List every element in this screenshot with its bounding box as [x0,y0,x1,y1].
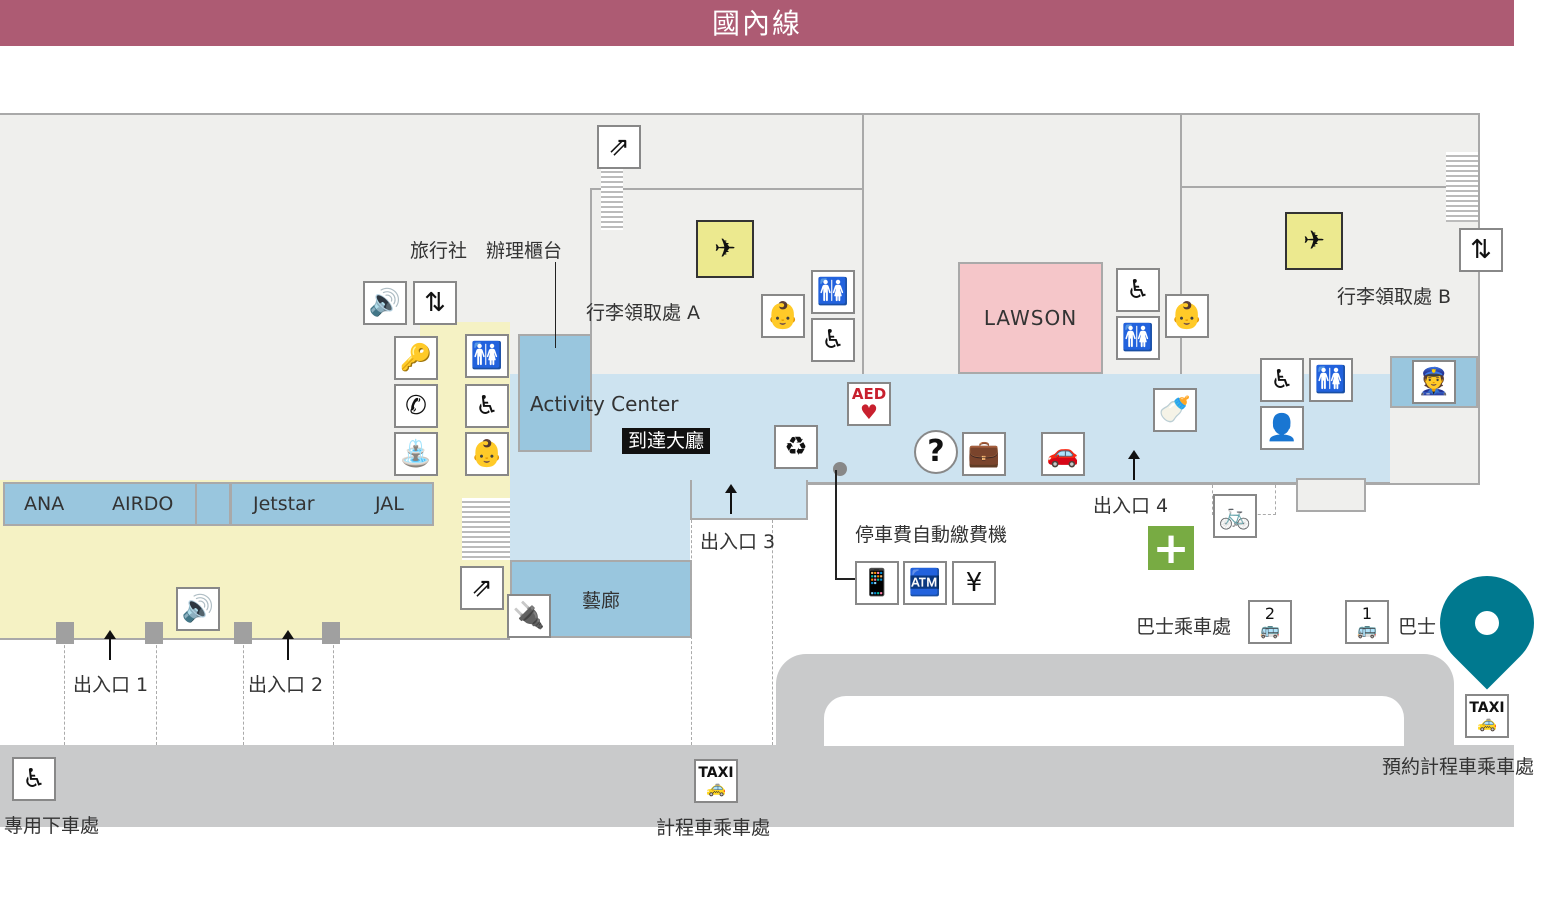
taxi-label: TAXI [698,765,734,781]
bus-stop-2-icon: 2🚌 [1248,600,1292,644]
bus-stop-1-icon: 1🚌 [1345,600,1389,644]
escalator-down-stairs [462,498,510,560]
baby-changing-icon: 👶 [1165,294,1209,338]
entrance-3-vestibule [690,480,808,520]
airline-ana[interactable]: ANA [24,493,65,515]
reserved-taxi-label: 預約計程車乘車處 [1382,756,1535,778]
nursing-room-icon: 🍼 [1153,388,1197,432]
airline-jal[interactable]: JAL [375,493,404,515]
atm-icon: 🏧 [903,561,947,605]
currency-exchange-icon: ¥ [952,561,996,605]
staff-icon: 👮 [1412,360,1456,404]
gallery-label: 藝廊 [581,589,620,612]
accessible-restroom-icon: ♿ [1260,358,1304,402]
escalator-icon: ⇗ [460,566,504,610]
taxi-stand-label: 計程車乘車處 [656,817,771,839]
east-alcove [1296,478,1366,512]
arrivals-plane-icon: ✈ [696,220,754,278]
activity-center-block [518,334,592,452]
arrival-hall-label: 到達大廳 [622,428,711,454]
accessible-restroom-icon: ♿ [1116,268,1160,312]
stairs-top [601,168,623,230]
speaker-icon: 🔊 [363,281,407,325]
first-aid-room-icon: 👤 [1260,406,1304,450]
arrivals-plane-icon: ✈ [1285,212,1343,270]
page-title: 國內線 [0,0,1514,46]
baggage-delivery-icon: 💼 [962,432,1006,476]
speaker-icon: 🔊 [176,587,220,631]
airline-counter-mid [195,482,231,526]
lawson-store[interactable]: LAWSON [958,262,1103,374]
entrance-3-label: 出入口 3 [700,531,776,553]
travel-counter-label: 旅行社 辦理櫃台 [410,240,563,262]
used-oil-collection-icon: ♻ [774,425,818,469]
coin-locker-icon: 🔑 [394,336,438,380]
baggage-a-label: 行李領取處 A [586,302,701,324]
elevator-icon: ⇅ [1459,228,1503,272]
entrance-2-label: 出入口 2 [248,674,324,696]
stairs-right [1446,152,1478,222]
taxi-icon: TAXI🚕 [694,759,738,803]
elevator-icon: ⇅ [413,281,457,325]
taxi-label: TAXI [1469,700,1505,716]
bus-stop-label: 巴士乘車處 [1136,616,1232,638]
first-aid-icon: + [1148,523,1194,574]
baby-changing-icon: 👶 [761,294,805,338]
accessible-restroom-icon: ♿ [811,318,855,362]
baggage-b-label: 行李領取處 B [1337,286,1452,308]
bus-number: 2 [1264,604,1276,623]
bus-label: 巴士 [1398,616,1437,638]
telephone-icon: ✆ [394,384,438,428]
mobile-payment-icon: 📱 [855,561,899,605]
road-main [0,745,1514,827]
wheelchair-icon: ♿ [12,757,56,801]
information-icon[interactable]: ? [914,430,958,474]
restroom-icon: 🚻 [811,270,855,314]
taxi-icon: TAXI🚕 [1465,694,1509,738]
restroom-icon: 🚻 [465,334,509,378]
escalator-icon: ⇗ [597,125,641,169]
baby-changing-icon: 👶 [465,432,509,476]
entrance-4-label: 出入口 4 [1093,495,1169,517]
accessible-restroom-icon: ♿ [465,384,509,428]
airline-jetstar[interactable]: Jetstar [253,493,315,515]
aed-label: AED [851,384,887,403]
entrance-1-label: 出入口 1 [73,674,149,696]
restroom-icon: 🚻 [1116,316,1160,360]
arrival-hall-lower [510,480,690,562]
rental-car-icon: 🚗 [1041,432,1085,476]
parking-machine-label: 停車費自動繳費機 [855,524,1008,546]
bus-number: 1 [1361,604,1373,623]
drinking-fountain-icon: ⛲ [394,432,438,476]
airline-counter-east [230,482,434,526]
aed-icon: AED♥ [847,382,891,426]
accessible-dropoff-label: 專用下車處 [4,815,100,837]
airline-airdo[interactable]: AIRDO [112,493,174,515]
restroom-icon: 🚻 [1309,358,1353,402]
charging-station-icon: 🔌 [507,594,551,638]
activity-center-label: Activity Center [530,392,679,416]
bicycle-parking-icon: 🚲 [1213,494,1257,538]
road-island [824,696,1404,746]
